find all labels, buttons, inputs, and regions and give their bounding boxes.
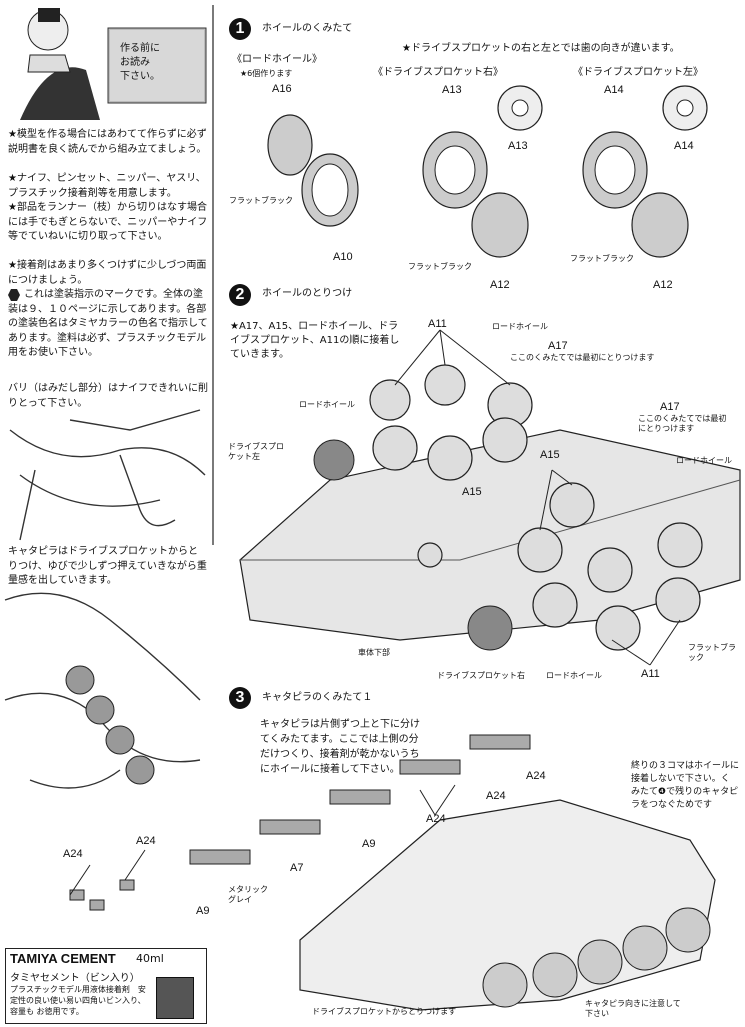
step-1-number: 1 bbox=[229, 18, 251, 40]
part-a17-top: A17 bbox=[548, 340, 568, 352]
sign-text: 作る前に お読み 下さい。 bbox=[120, 43, 160, 82]
road-wheel-sub: ★6個作ります bbox=[240, 69, 293, 78]
part-a14-a: A14 bbox=[604, 84, 624, 96]
road-wheel-label-1: ロードホイール bbox=[492, 322, 548, 331]
part-a11-bottom: A11 bbox=[641, 668, 660, 680]
step-3-instruction: キャタピラは片側ずつ上と下に分けてくみたてます。ここでは上側の分だけつくり、接着… bbox=[260, 719, 420, 775]
step-2-title: ホイールのとりつけ bbox=[262, 288, 353, 299]
step-1-note: ★ドライブスプロケットの右と左とでは歯の向きが違います。 bbox=[402, 43, 680, 54]
a17-note-2: ここのくみたてでは最初にとりつけます bbox=[638, 414, 727, 433]
part-a9-left: A9 bbox=[196, 905, 210, 917]
intro-paragraph-1: ★模型を作る場合にはあわてて作らずに必ず説明書を良く読んでから組み立てましょう。 bbox=[8, 129, 207, 155]
from-sprocket-label: ドライブスプロケットからとりつけます bbox=[312, 1007, 457, 1016]
part-a7: A7 bbox=[290, 862, 304, 874]
burr-note: バリ（はみだし部分）はナイフできれいに削りとって下さい。 bbox=[8, 383, 208, 409]
step-3-title: キャタピラのくみたて１ bbox=[262, 692, 373, 703]
part-a24-2: A24 bbox=[486, 790, 506, 802]
cement-advert: TAMIYA CEMENT 40ml タミヤセメント（ビン入り） プラスチックモ… bbox=[5, 948, 207, 1024]
track-direction-label: キャタピラ向きに注意して下さい bbox=[585, 999, 681, 1018]
step-3-side-note: 終りの３コマはホイールに接着しないで下さい。くみたて❹で残りのキャタピラをつなぐ… bbox=[631, 761, 740, 810]
cement-brand: TAMIYA CEMENT bbox=[10, 951, 116, 966]
part-a15-left: A15 bbox=[462, 486, 482, 498]
step-2-number: 2 bbox=[229, 284, 251, 306]
road-wheel-label-4: ロードホイール bbox=[546, 671, 602, 680]
part-a12-right: A12 bbox=[490, 279, 510, 291]
cement-description: プラスチックモデル用液体接着剤 安定性の良い使い易い四角いビン入り、容量も お徳… bbox=[10, 985, 146, 1016]
intro-paragraph-3: ★部品をランナー（枝）から切りはなす場合には手でもぎとらないで、ニッパーやナイフ… bbox=[8, 202, 208, 242]
part-a13-b: A13 bbox=[508, 140, 528, 152]
part-a24-1: A24 bbox=[526, 770, 546, 782]
flat-black-label-3: フラットブラック bbox=[570, 254, 634, 263]
part-a17-right: A17 bbox=[660, 401, 680, 413]
part-a14-b: A14 bbox=[674, 140, 694, 152]
flat-black-label-2: フラットブラック bbox=[408, 262, 472, 271]
part-a15-right: A15 bbox=[540, 449, 560, 461]
part-a24-4: A24 bbox=[136, 835, 156, 847]
step-3-number: 3 bbox=[229, 687, 251, 709]
part-a10: A10 bbox=[333, 251, 353, 263]
road-wheel-label-2: ロードホイール bbox=[299, 400, 355, 409]
intro-paragraph-4: ★接着剤はあまり多くつけずに少しづつ両面につけましょう。 bbox=[8, 260, 207, 286]
sprocket-right-label: ドライブスプロケット右 bbox=[437, 671, 525, 680]
a17-note-1: ここのくみたてでは最初にとりつけます bbox=[510, 353, 655, 362]
cement-bottle-icon bbox=[156, 977, 194, 1019]
paint-note: これは塗装指示のマークです。全体の塗装は９、１０ページに示してあります。各部の塗… bbox=[8, 289, 208, 358]
sprocket-left-title: 《ドライブスプロケット左》 bbox=[573, 67, 703, 78]
intro-paragraph-2: ★ナイフ、ピンセット、ニッパー、ヤスリ、プラスチック接着剤等を用意します。 bbox=[8, 173, 206, 199]
flat-black-label-4: フラットブラック bbox=[688, 643, 736, 662]
part-a9-right: A9 bbox=[362, 838, 376, 850]
paint-mark-icon bbox=[8, 289, 20, 301]
step-1-title: ホイールのくみたて bbox=[262, 23, 353, 34]
part-a16: A16 bbox=[272, 83, 292, 95]
part-a11-top: A11 bbox=[428, 318, 447, 330]
part-a24-5: A24 bbox=[63, 848, 83, 860]
part-a12-left: A12 bbox=[653, 279, 673, 291]
road-wheel-label-3: ロードホイール bbox=[676, 456, 732, 465]
sprocket-left-label: ドライブスプロケット左 bbox=[228, 442, 284, 461]
step-2-instruction: ★A17、A15、ロードホイール、ドライブスプロケット、A11の順に接着していき… bbox=[230, 321, 400, 360]
cement-name: タミヤセメント（ビン入り） bbox=[10, 973, 140, 984]
hull-bottom-label: 車体下部 bbox=[358, 648, 390, 657]
part-a24-3: A24 bbox=[426, 813, 446, 825]
sprocket-right-title: 《ドライブスプロケット右》 bbox=[373, 67, 503, 78]
cement-size: 40ml bbox=[136, 952, 164, 965]
metallic-grey-label: メタリックグレイ bbox=[228, 885, 268, 904]
part-a13-a: A13 bbox=[442, 84, 462, 96]
flat-black-label-1: フラットブラック bbox=[229, 196, 293, 205]
road-wheel-title: 《ロードホイール》 bbox=[232, 54, 322, 65]
track-note: キャタピラはドライブスプロケットからとりつけ、ゆびで少しずつ押えていきながら重量… bbox=[8, 546, 207, 586]
